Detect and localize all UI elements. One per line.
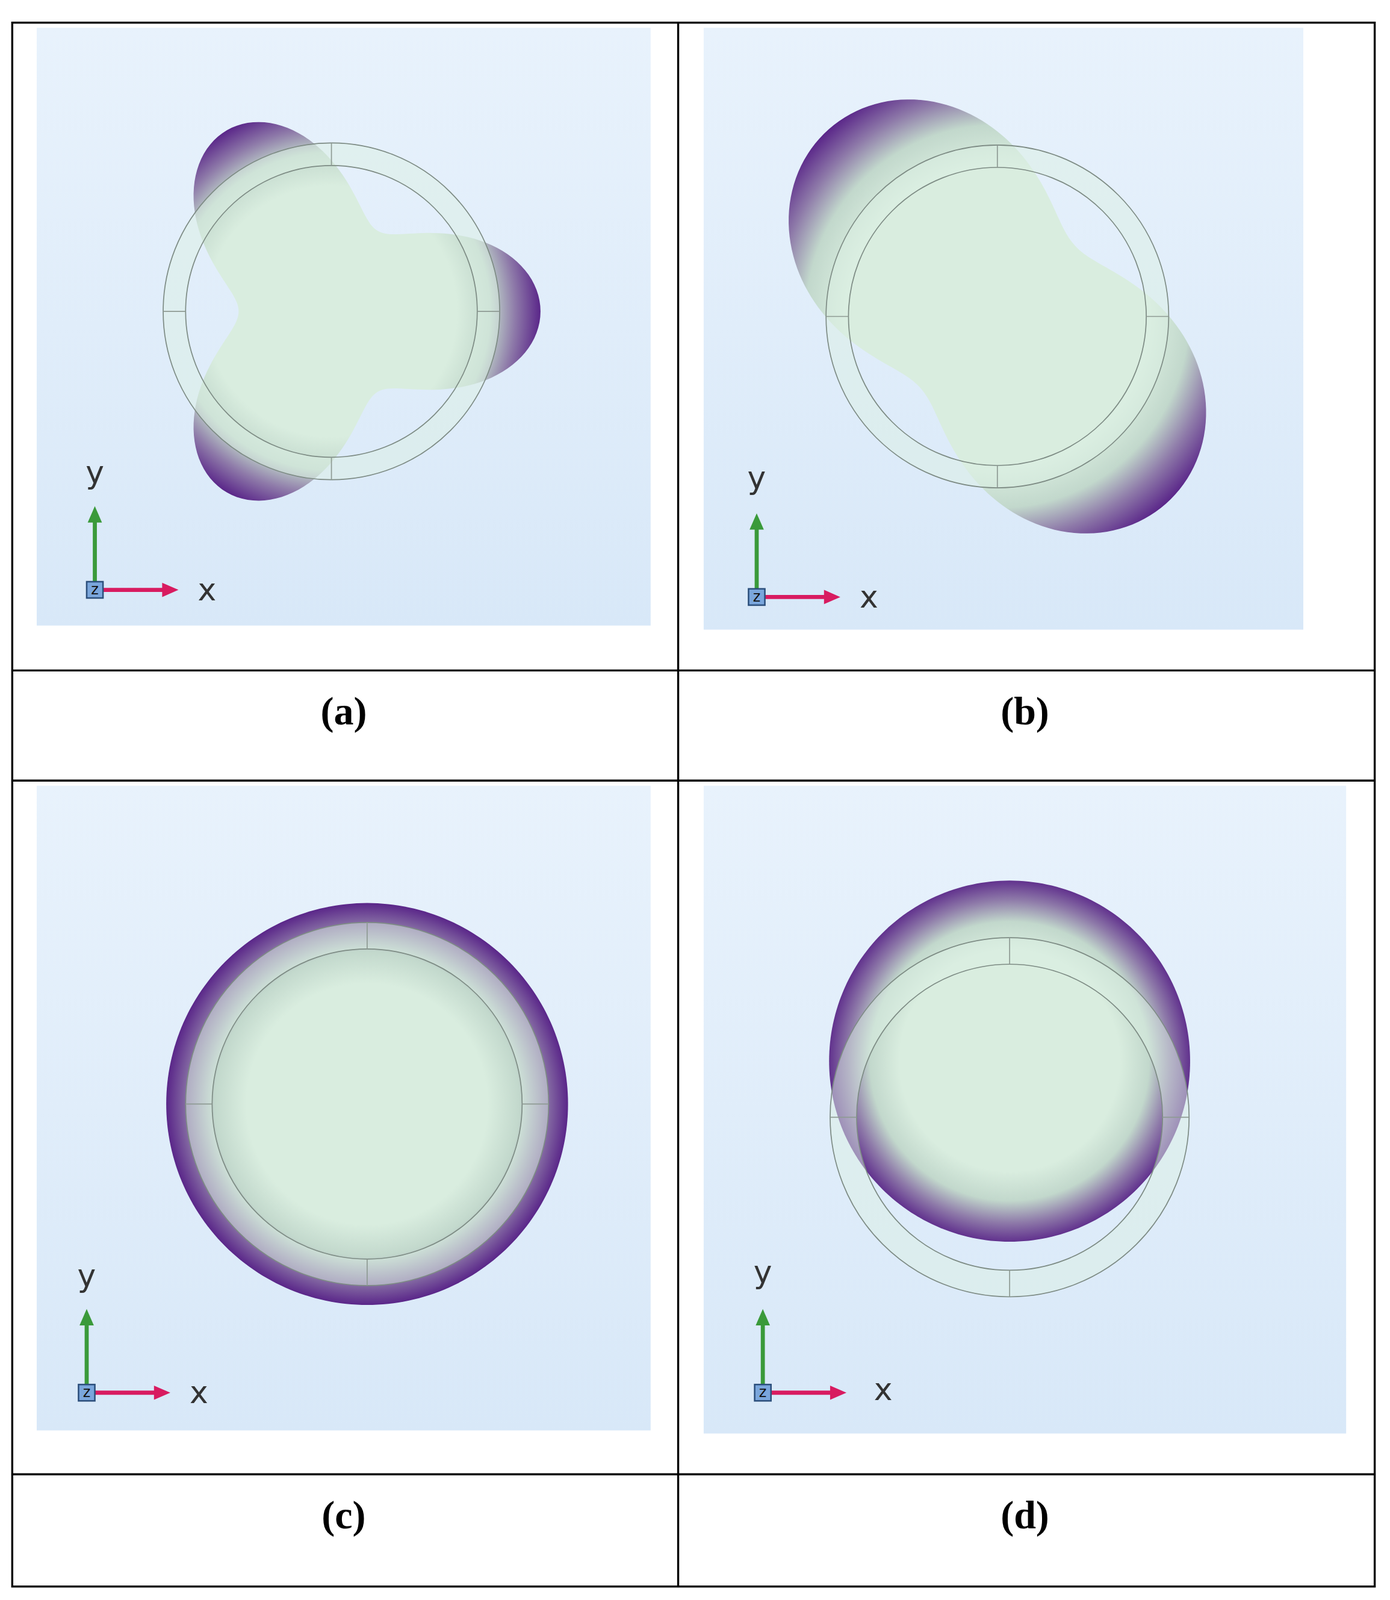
panel-label: (d) xyxy=(1000,1494,1050,1535)
axis-label: x xyxy=(198,573,217,606)
table-rule xyxy=(12,779,1375,782)
y-arrowhead xyxy=(749,512,764,530)
y-arrowhead xyxy=(755,1308,770,1325)
table-border xyxy=(12,22,1375,1587)
x-axis-arrow xyxy=(95,587,167,592)
panel-background xyxy=(703,785,1347,1434)
panel-background xyxy=(36,27,651,626)
table-rule xyxy=(12,669,1375,672)
mode-panel xyxy=(36,27,651,626)
z-axis-marker xyxy=(748,588,765,606)
table-rule xyxy=(677,22,680,1587)
ring-edge-tick xyxy=(331,143,333,166)
axis-label: z xyxy=(83,1384,91,1400)
deformed-ring xyxy=(788,99,1206,534)
x-arrowhead xyxy=(824,589,841,605)
panel-background xyxy=(36,785,651,1431)
deformed-ring xyxy=(166,902,568,1305)
axis-triad xyxy=(86,506,179,598)
ring-edge-tick xyxy=(185,1102,212,1105)
ring-edge-tick xyxy=(1146,316,1169,318)
ring-edge-tick xyxy=(366,1258,368,1286)
x-axis-arrow xyxy=(756,594,829,599)
ring-edge-tick xyxy=(1008,937,1011,964)
x-axis-arrow xyxy=(762,1390,835,1395)
deformed-ring xyxy=(828,880,1191,1242)
ring-edge-tick xyxy=(366,922,368,949)
axis-label: y xyxy=(77,1259,97,1291)
mode-panel xyxy=(703,785,1347,1434)
mode-panel xyxy=(703,27,1304,630)
ring-edge-tick xyxy=(825,316,849,318)
undeformed-ring xyxy=(185,922,549,1286)
undeformed-ring xyxy=(163,142,500,480)
axis-label: x xyxy=(859,580,879,613)
undeformed-ring xyxy=(830,937,1189,1297)
axis-label: y xyxy=(753,1255,773,1288)
x-axis-arrow xyxy=(86,1390,159,1395)
ring-edge-tick xyxy=(1008,1269,1011,1297)
panel-label: (c) xyxy=(321,1494,366,1535)
ring-edge-tick xyxy=(1162,1116,1189,1118)
ring-edge-tick xyxy=(830,1116,857,1118)
ring-edge-tick xyxy=(331,456,333,480)
axis-label: z xyxy=(753,589,761,604)
y-axis-arrow xyxy=(760,1320,766,1393)
x-arrowhead xyxy=(161,582,179,598)
y-axis-arrow xyxy=(92,518,97,590)
ring-edge-tick xyxy=(521,1102,549,1105)
ring-edge-tick xyxy=(477,310,500,312)
axis-label: z xyxy=(90,582,99,597)
axis-label: x xyxy=(874,1373,893,1405)
z-axis-marker xyxy=(86,581,103,598)
panel-label: (a) xyxy=(320,691,367,731)
x-arrowhead xyxy=(830,1385,847,1400)
undeformed-ring xyxy=(825,145,1169,488)
axis-label: x xyxy=(189,1376,209,1408)
z-axis-marker xyxy=(78,1383,95,1401)
x-arrowhead xyxy=(154,1385,171,1400)
ring-edge-tick xyxy=(163,310,186,312)
y-arrowhead xyxy=(79,1308,94,1325)
axis-triad xyxy=(748,512,840,605)
axis-triad xyxy=(78,1308,170,1401)
axis-triad xyxy=(754,1308,847,1401)
panel-background xyxy=(703,27,1304,630)
axis-label: y xyxy=(85,456,105,488)
panel-label: (b) xyxy=(1000,691,1050,731)
axis-label: y xyxy=(747,461,767,494)
axis-label: z xyxy=(759,1384,767,1400)
z-axis-marker xyxy=(754,1383,772,1401)
mode-panel xyxy=(36,785,651,1431)
y-axis-arrow xyxy=(84,1320,90,1393)
ring-edge-tick xyxy=(996,465,999,488)
y-axis-arrow xyxy=(754,525,760,598)
y-arrowhead xyxy=(87,506,103,523)
table-rule xyxy=(12,1473,1375,1475)
table-grid xyxy=(12,22,1375,1587)
ring-edge-tick xyxy=(996,145,999,168)
